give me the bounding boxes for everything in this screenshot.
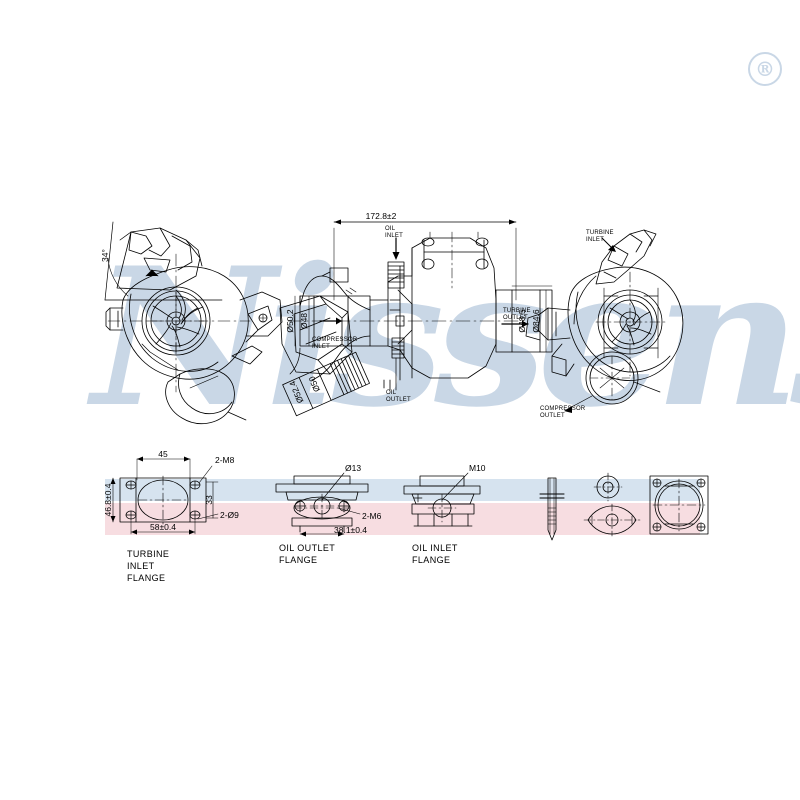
overall-length-label: 172.8±2: [366, 211, 397, 221]
compressor-inlet-outer-dia-label: Ø50.2: [285, 309, 295, 332]
hardware-items: [539, 472, 709, 541]
oof-bolt-span-label: 38.1±0.4: [334, 525, 367, 535]
stud-bolt-item: [539, 477, 565, 541]
turbine-outlet-label-line1: TURBINE: [503, 308, 531, 314]
turbine-outlet-outer-dia-label: Ø84.6: [531, 309, 541, 332]
oof-bore-label: Ø13: [345, 463, 361, 473]
oif-title-line2: FLANGE: [412, 555, 450, 565]
oil-outlet-label-line1: OIL: [386, 390, 397, 396]
tif-height-right-label: 33: [204, 495, 214, 505]
registered-trademark-icon: ®: [748, 52, 782, 86]
right-isometric-view: [525, 229, 684, 413]
oof-threads-label: 2-M6: [362, 511, 382, 521]
right-compressor-outlet-label-line2: OUTLET: [540, 413, 565, 419]
oof-title-line2: FLANGE: [279, 555, 317, 565]
oil-inlet-label-line1: OIL: [385, 226, 396, 232]
tif-height-left-label: 46.8±0.4: [103, 483, 113, 516]
turbine-outlet-inner-dia-label: Ø48.5: [517, 309, 527, 332]
turbine-inlet-flange-view: [110, 456, 219, 535]
oof-title-line1: OIL OUTLET: [279, 543, 335, 553]
oil-outlet-flange-view: [275, 472, 369, 537]
oif-title-line1: OIL INLET: [412, 543, 458, 553]
tif-bolt-span-label: 58±0.4: [150, 522, 176, 532]
round-gasket-item: [593, 472, 623, 502]
oil-inlet-label-line2: INLET: [385, 233, 403, 239]
oil-outlet-label-line2: OUTLET: [386, 397, 411, 403]
right-turbine-inlet-label-line1: TURBINE: [586, 230, 614, 236]
compressor-inlet-label-line1: COMPRESSOR: [312, 337, 358, 343]
tif-title-line1: TURBINE: [127, 549, 169, 559]
tif-holes-label: 2-Ø9: [220, 510, 239, 520]
oif-thread-label: M10: [469, 463, 486, 473]
compressor-inlet-bore-dia-label: Ø48: [299, 313, 309, 329]
tif-title-line2: INLET: [127, 561, 155, 571]
right-compressor-outlet-label-line1: COMPRESSOR: [540, 406, 586, 412]
left-isometric-view: [104, 221, 353, 425]
turbine-inlet-flange-dia-b-label: Ø50: [306, 375, 322, 394]
compressor-inlet-label-line2: INLET: [312, 344, 330, 350]
oil-inlet-flange-view: [403, 472, 481, 527]
center-sectional-view: [282, 219, 553, 417]
angle-dimension-label: 34°: [100, 249, 110, 262]
turbine-outlet-label-line2: OUTLET: [503, 315, 528, 321]
tif-width-top-label: 45: [158, 449, 168, 459]
right-turbine-inlet-label-line2: INLET: [586, 237, 604, 243]
oval-gasket-item: [583, 503, 641, 537]
tif-title-line3: FLANGE: [127, 573, 165, 583]
square-flange-gasket-item: [649, 475, 709, 535]
tif-threads-label: 2-M8: [215, 455, 235, 465]
